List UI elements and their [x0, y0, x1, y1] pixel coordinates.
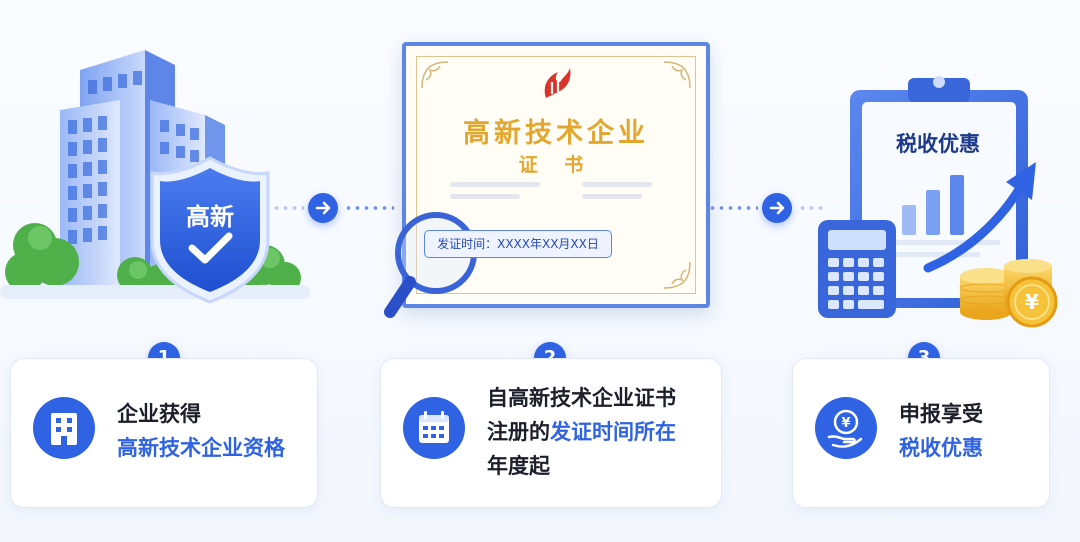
certificate-frame — [416, 56, 696, 294]
arrow-right-icon — [769, 201, 785, 215]
step-2-highlight: 发证时间所在 — [550, 420, 676, 444]
clipboard-title: 税收优惠 — [896, 132, 980, 156]
arrow-right-icon — [315, 201, 331, 215]
certificate-illustration: 高新技术企业 证 书 — [402, 42, 710, 308]
flow-dots-right-2 — [798, 206, 828, 210]
certificate-title: 高新技术企业 — [463, 118, 649, 149]
step-3-text: 申报享受 税收优惠 — [899, 397, 983, 465]
building-icon — [33, 397, 95, 459]
placeholder-line — [450, 194, 520, 199]
step-card-1: 企业获得 高新技术企业资格 — [10, 358, 318, 508]
placeholder-line — [582, 182, 652, 187]
certificate-subtitle: 证 书 — [518, 154, 594, 176]
emblem-icon — [544, 68, 571, 98]
step-card-2: 自高新技术企业证书 注册的发证时间所在 年度起 — [380, 358, 722, 508]
hand-coin-icon — [815, 397, 877, 459]
shield-label: 高新 — [186, 203, 234, 231]
calendar-icon — [403, 397, 465, 459]
placeholder-line — [450, 182, 540, 187]
step-1-text: 企业获得 高新技术企业资格 — [117, 397, 285, 465]
building-illustration — [0, 50, 310, 304]
flow-dots-right-1 — [344, 206, 394, 210]
corner-ornament-icon — [663, 61, 691, 89]
corner-ornament-icon — [663, 261, 691, 289]
flow-dots-left-2 — [708, 206, 758, 210]
corner-ornament-icon — [421, 61, 449, 89]
step-2-text: 自高新技术企业证书 注册的发证时间所在 年度起 — [487, 381, 676, 483]
hand-coin-yuan-symbol: ¥ — [841, 416, 851, 431]
coin-yuan-symbol: ¥ — [1025, 290, 1039, 314]
step-1-line1: 企业获得 — [117, 402, 201, 426]
magnifier-icon — [384, 212, 477, 318]
step-card-3: ¥ 申报享受 税收优惠 — [792, 358, 1050, 508]
step-2-line3: 年度起 — [487, 454, 550, 478]
issue-date-tag: 发证时间：XXXX年XX月XX日 — [424, 230, 612, 258]
step-3-line1: 申报享受 — [899, 402, 983, 426]
tax-benefit-illustration — [818, 76, 1058, 328]
step-2-line2: 注册的发证时间所在 — [487, 415, 676, 449]
step-1-highlight: 高新技术企业资格 — [117, 436, 285, 460]
step-2-line2-prefix: 注册的 — [487, 420, 550, 444]
flow-dots-left-1 — [272, 206, 304, 210]
step-3-highlight: 税收优惠 — [899, 436, 983, 460]
placeholder-line — [582, 194, 642, 199]
flow-arrow-1 — [308, 193, 338, 223]
flow-arrow-2 — [762, 193, 792, 223]
step-2-line1: 自高新技术企业证书 — [487, 386, 676, 410]
